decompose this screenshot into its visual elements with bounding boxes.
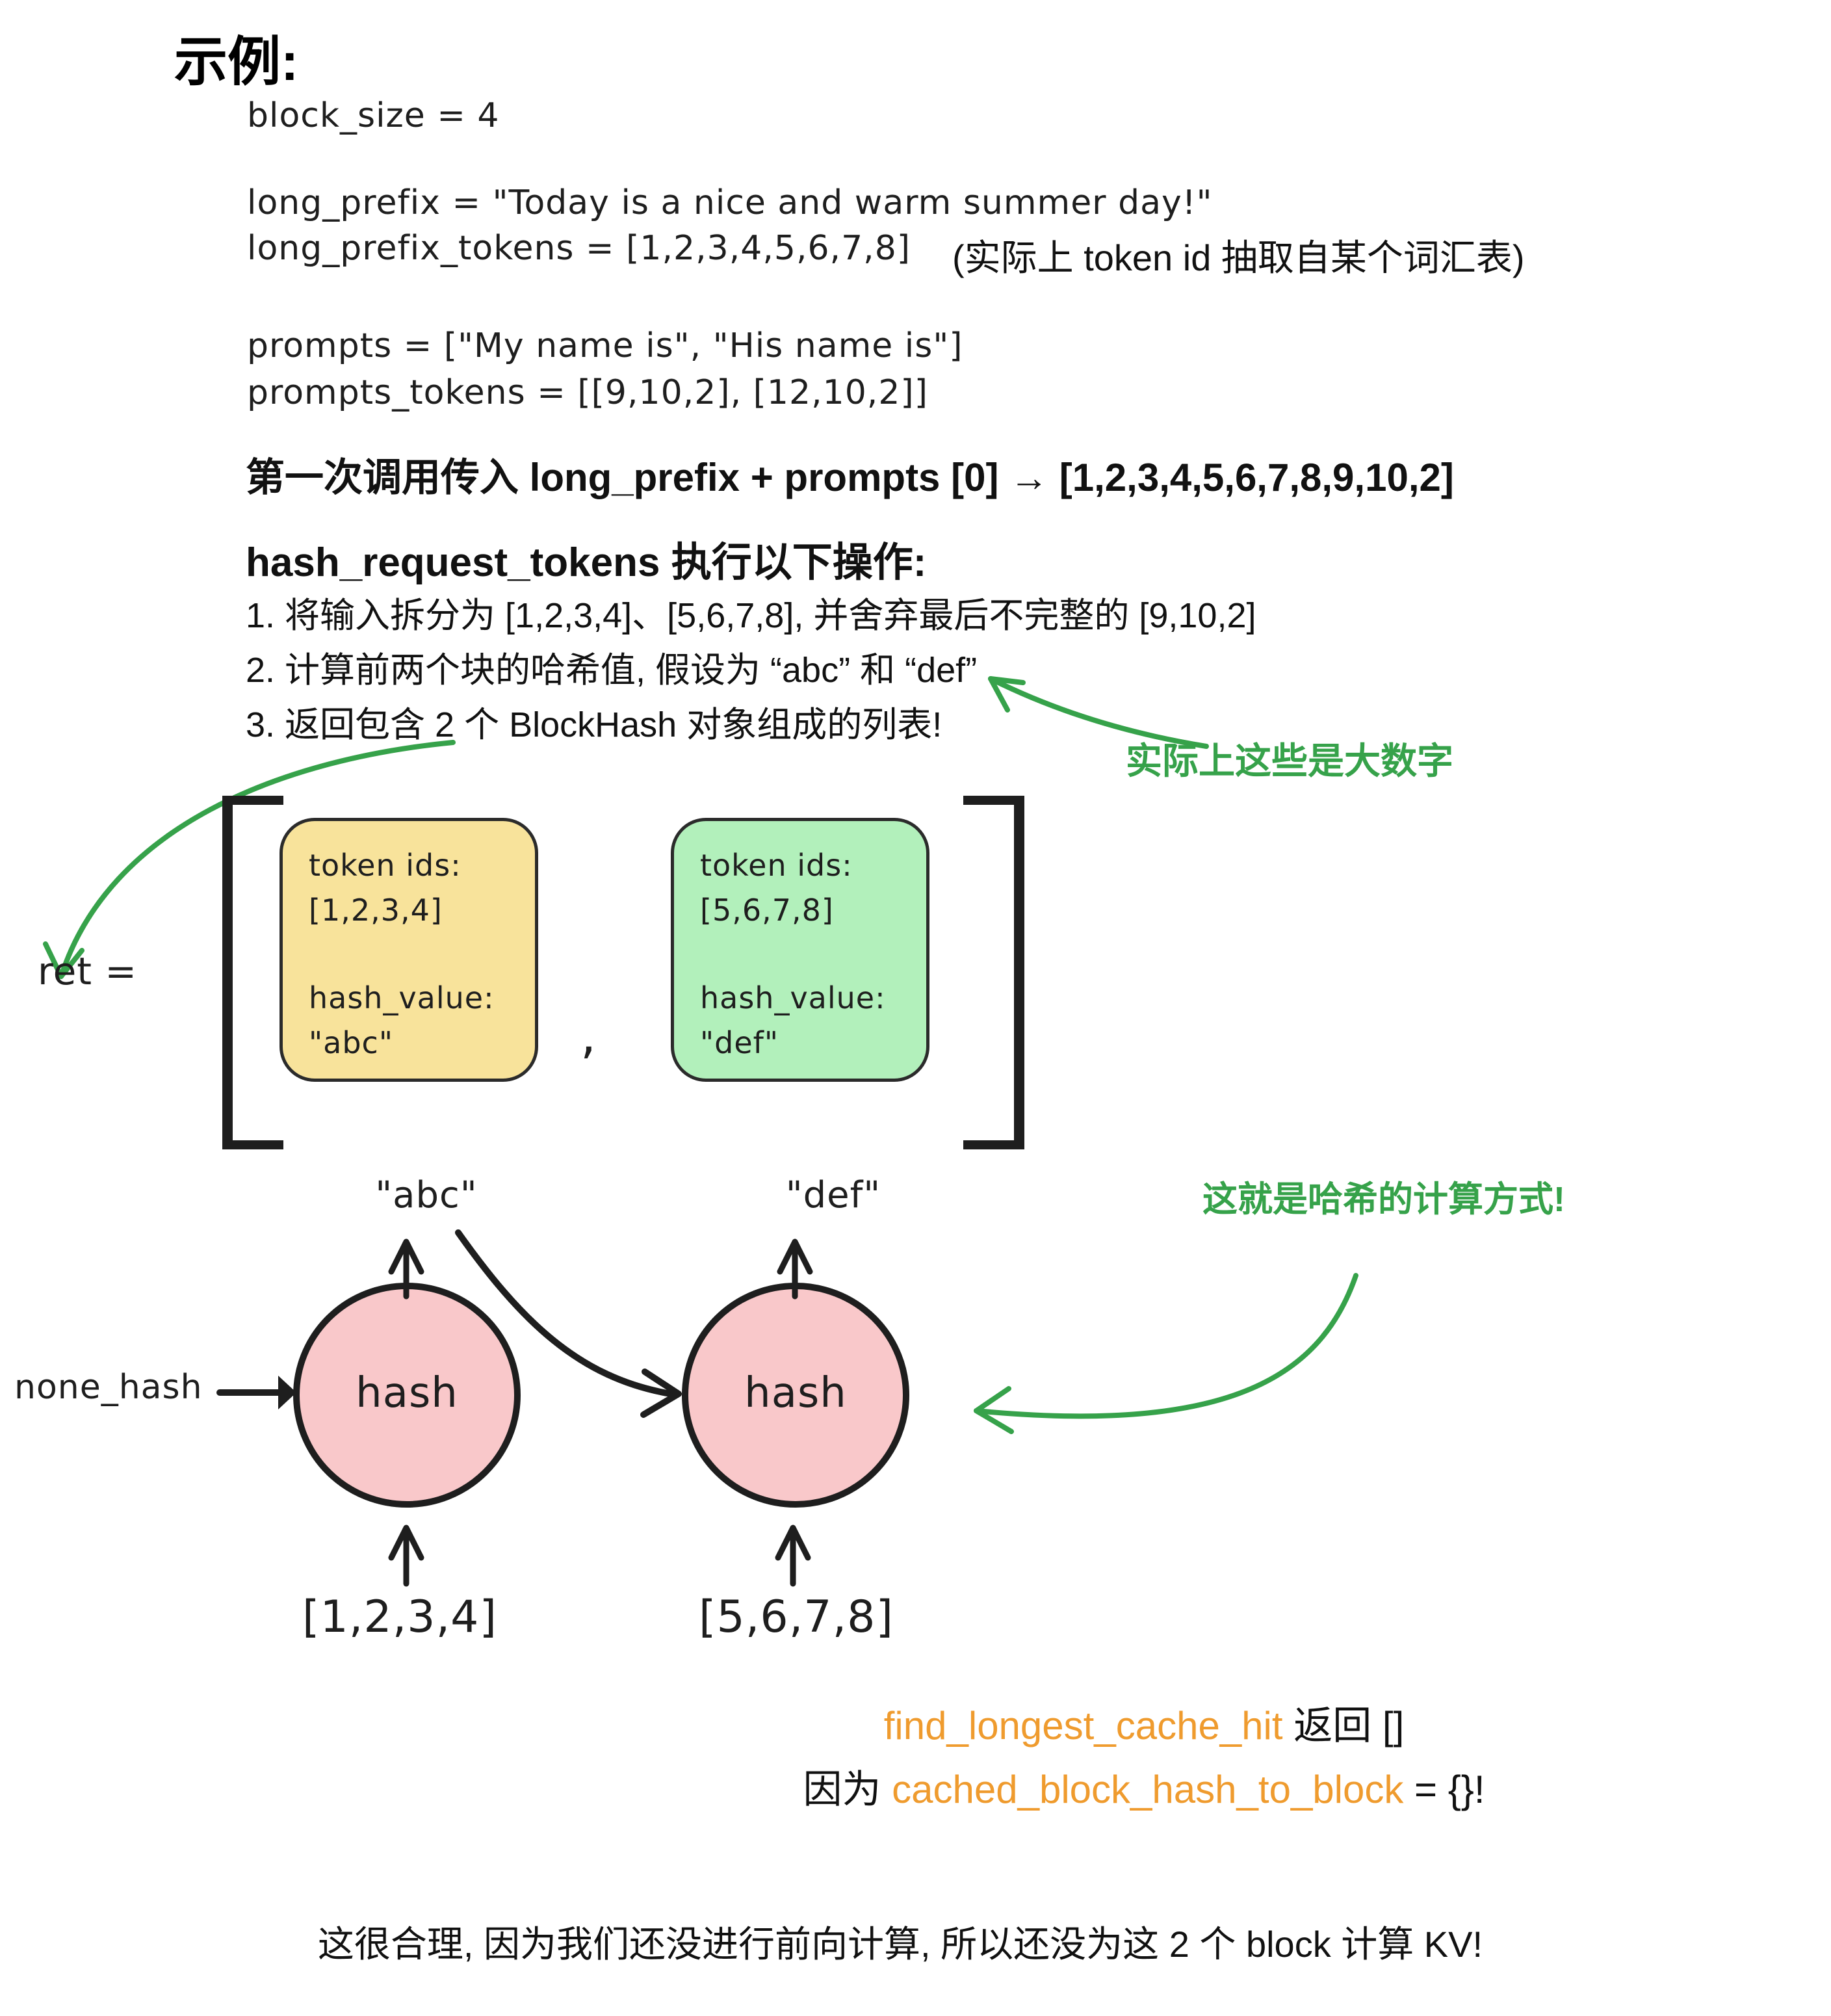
first-call-line: 第一次调用传入 long_prefix + prompts [0] → [1,2… [246,456,1454,499]
footer-note: 这很合理, 因为我们还没进行前向计算, 所以还没为这 2 个 block 计算 … [317,1924,1483,1965]
card2-token-ids-label: token ids: [700,848,853,883]
list-comma: , [580,1006,597,1064]
cached-block-hash-map-name: cached_block_hash_to_block [892,1768,1404,1811]
blockhash-card-2: token ids: [5,6,7,8] hash_value: "def" [671,818,929,1082]
ret-label: ret = [38,949,138,993]
arrow-input2-to-circle2-icon [775,1525,811,1587]
list-bracket-left [222,796,283,1149]
hash-circle-2-label: hash [744,1369,847,1417]
card2-spacer [700,933,926,976]
hash-circle-1-label: hash [356,1369,458,1417]
code-prompts: prompts = ["My name is", "His name is"] [247,326,963,365]
green-arrow-to-ret-icon [43,740,456,979]
annotation-hash-method: 这就是哈希的计算方式! [1202,1180,1565,1219]
blockhash-card-1: token ids: [1,2,3,4] hash_value: "abc" [279,818,538,1082]
card1-spacer [309,933,535,976]
code-block-size: block_size = 4 [247,96,500,135]
cache-hit-result-suffix: 返回 [] [1282,1704,1405,1748]
because-prefix: 因为 [803,1768,892,1811]
find-longest-cache-hit-fn: find_longest_cache_hit [883,1704,1283,1748]
arrow-input1-to-circle1-icon [388,1525,424,1587]
card2-hash-value: "def" [700,1025,779,1060]
arrow-circle1-to-abc-icon [388,1238,424,1300]
token-id-note: (实际上 token id 抽取自某个词汇表) [952,237,1525,278]
list-bracket-right [963,796,1024,1149]
card2-hash-value-label: hash_value: [700,980,886,1015]
card1-token-ids-value: [1,2,3,4] [309,893,443,928]
code-prompts-tokens: prompts_tokens = [[9,10,2], [12,10,2]] [247,373,928,412]
step-item-1: 1. 将输入拆分为 [1,2,3,4]、[5,6,7,8], 并舍弃最后不完整的… [246,596,1256,635]
cache-map-suffix: = {}! [1403,1768,1485,1811]
card1-token-ids-label: token ids: [309,848,461,883]
hash-input-1: [1,2,3,4] [302,1591,497,1643]
card1-hash-value: "abc" [309,1025,393,1060]
code-long-prefix: long_prefix = "Today is a nice and warm … [247,183,1213,222]
green-arrow-to-hash-icon [974,1273,1358,1434]
card1-hash-value-label: hash_value: [309,980,495,1015]
hash-input-2: [5,6,7,8] [699,1591,894,1643]
code-long-prefix-tokens: long_prefix_tokens = [1,2,3,4,5,6,7,8] [247,229,911,268]
none-hash-arrow-icon [216,1376,296,1409]
arrow-abc-to-circle2-icon [455,1229,682,1418]
step-item-2: 2. 计算前两个块的哈希值, 假设为 “abc” 和 “def” [246,651,978,690]
page-title: 示例: [174,33,299,92]
card2-token-ids-value: [5,6,7,8] [700,893,834,928]
hash-output-abc: "abc" [375,1174,478,1216]
steps-heading: hash_request_tokens 执行以下操作: [246,540,927,585]
arrow-circle2-to-def-icon [777,1238,813,1300]
cache-hit-result-line: find_longest_cache_hit 返回 [] [663,1694,1625,1751]
step-item-3: 3. 返回包含 2 个 BlockHash 对象组成的列表! [246,705,942,744]
none-hash-label: none_hash [14,1368,203,1407]
annotation-big-numbers: 实际上这些是大数字 [1126,740,1453,781]
green-arrow-to-def-icon [988,676,1209,749]
hash-output-def: "def" [785,1174,881,1216]
cache-map-line: 因为 cached_block_hash_to_block = {}! [663,1758,1625,1814]
